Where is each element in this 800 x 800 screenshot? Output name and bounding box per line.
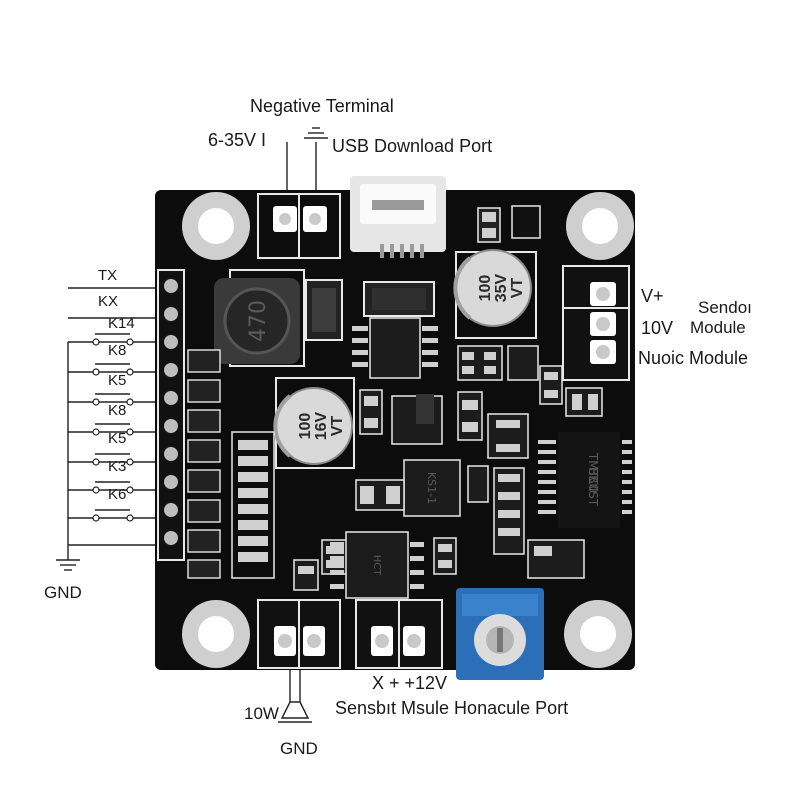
switch-nodes — [92, 338, 134, 522]
ic-right: 8B0ST TMTC0 — [538, 432, 632, 528]
bottom-terminal-left — [257, 599, 341, 669]
negative-terminal-label: Negative Terminal — [250, 96, 394, 116]
watt-label: 10W — [244, 704, 279, 723]
nuoic-module-label: Nuoic Module — [638, 348, 749, 368]
key-label-3: K5 — [108, 372, 127, 389]
chip-pads — [298, 352, 598, 574]
mounting-holes — [182, 192, 634, 668]
resistor-column-mid — [238, 440, 268, 562]
ic-bottom: HCT — [330, 531, 424, 599]
sensor-label-1: Sendoı — [698, 298, 752, 317]
gnd-bottom-label: GND — [280, 739, 318, 758]
ic-right-marking-2: TMTC0 — [586, 452, 600, 493]
power-12v-label: X + +12V — [372, 673, 448, 693]
cap-small-marking-1: 100 — [297, 413, 314, 440]
potentiometer — [456, 588, 544, 680]
key-label-7: K6 — [108, 486, 127, 503]
sensor-label-2: Module — [690, 318, 746, 337]
key-label-6: K3 — [108, 458, 127, 475]
ic-top — [352, 281, 438, 379]
rx-label: KX — [98, 293, 119, 310]
bottom-terminal-right — [355, 599, 443, 669]
gnd-left-label: GND — [44, 583, 82, 602]
port-label: Sensbıt Msule Honacule Port — [335, 698, 569, 718]
capacitor-large: 100 35V VT — [453, 249, 537, 339]
capacitor-small: 100 16V VT — [273, 377, 355, 469]
ic-mid-marking: KS1-1 — [425, 472, 438, 504]
small-parts-top — [477, 205, 541, 243]
cap-small-marking-3: VT — [329, 416, 346, 437]
left-header — [157, 269, 185, 561]
cap-large-marking-3: VT — [509, 278, 526, 299]
ic-right-marking-1: 8B0ST — [586, 468, 600, 507]
resistor-column-left — [187, 349, 221, 579]
key-label-1: K14 — [108, 315, 135, 332]
key-label-2: K8 — [108, 342, 127, 359]
v10-label: 10V — [641, 318, 674, 338]
usb-port — [350, 176, 446, 258]
left-wiring — [56, 287, 155, 571]
usb-port-label: USB Download Port — [332, 136, 493, 156]
diode — [305, 279, 343, 341]
ic-bottom-marking: HCT — [371, 555, 382, 577]
key-label-4: K8 — [108, 402, 127, 419]
right-terminal — [562, 265, 630, 381]
top-terminal — [257, 193, 341, 259]
key-label-5: K5 — [108, 430, 127, 447]
inductor-marking: 470 — [246, 300, 271, 342]
vplus-label: V+ — [641, 286, 664, 306]
tx-label: TX — [98, 267, 118, 284]
cap-small-marking-2: 16V — [313, 411, 330, 440]
cap-large-marking-1: 100 — [477, 275, 494, 302]
cap-large-marking-2: 35V — [493, 273, 510, 302]
inductor: 470 — [214, 269, 305, 367]
voltage-label: 6-35V I — [208, 130, 267, 150]
